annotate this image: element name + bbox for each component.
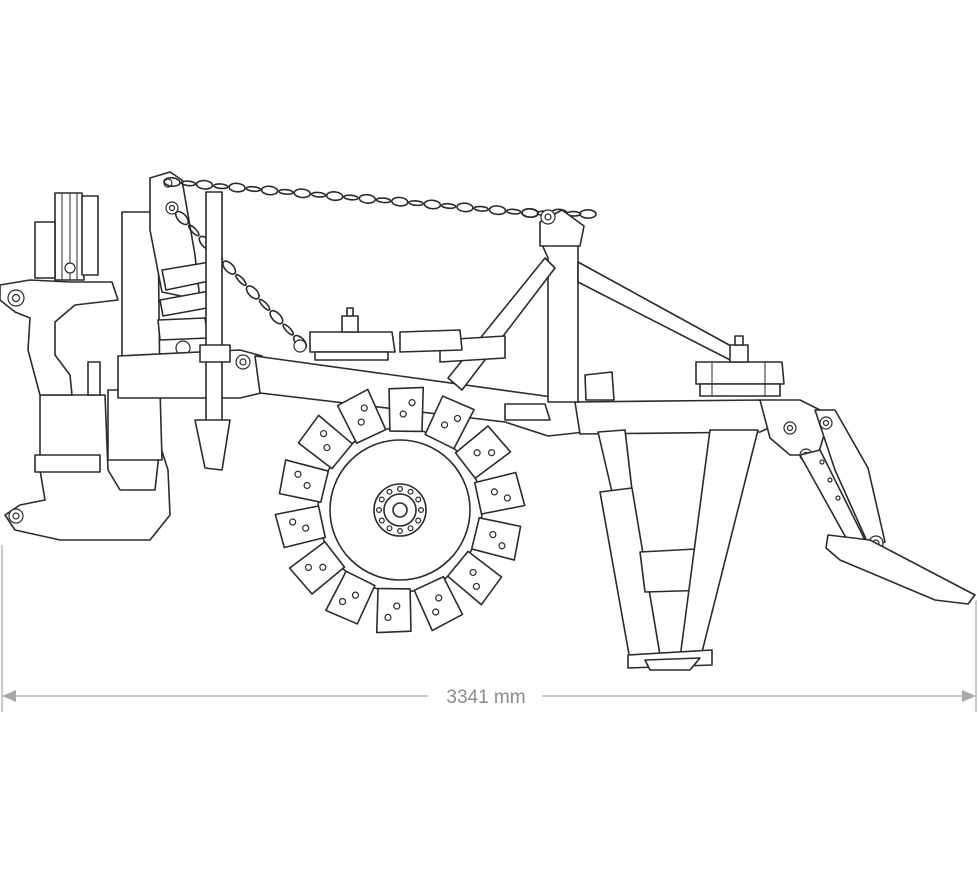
- rotor-blade: [375, 587, 412, 634]
- rotor-blade: [336, 388, 387, 445]
- rear-washer: [695, 335, 785, 397]
- hub-bolt: [407, 488, 414, 495]
- chain-link: [456, 202, 474, 213]
- hub-bolt: [407, 525, 414, 532]
- hub-bolt: [378, 496, 385, 503]
- chain-link: [235, 273, 247, 287]
- center-washer: [309, 307, 463, 361]
- chain-link: [260, 185, 279, 196]
- chain-link: [440, 202, 457, 210]
- chain-link: [282, 323, 295, 336]
- rotor-wheel: [274, 386, 526, 634]
- rear-tine: [759, 399, 976, 605]
- hub-bolt: [378, 517, 385, 524]
- rotor-blade: [274, 505, 327, 549]
- chain-link: [343, 194, 359, 201]
- chain-link: [258, 298, 271, 311]
- chain-link: [391, 196, 409, 207]
- chain-link: [473, 205, 489, 212]
- tower-frame: [439, 209, 743, 403]
- chain-link: [228, 182, 246, 193]
- chain-link: [187, 224, 200, 237]
- chain-link: [195, 179, 214, 190]
- rotor-blade: [470, 516, 522, 561]
- chain-link: [174, 210, 190, 226]
- hub-bolt: [376, 507, 383, 514]
- chain-link: [278, 188, 294, 195]
- rotor-blade: [454, 425, 512, 480]
- chain-link: [579, 208, 597, 220]
- dimension-label: 3341 mm: [446, 687, 525, 708]
- hub-bolt: [397, 486, 404, 493]
- rotor-blade: [473, 471, 526, 515]
- chain-link: [163, 176, 181, 188]
- chain-link: [269, 309, 284, 325]
- chain-link: [375, 197, 392, 204]
- stabilizer-chain: [163, 176, 597, 350]
- chain-link: [325, 191, 344, 202]
- chain-link: [222, 260, 237, 275]
- rotor-blade: [388, 386, 425, 433]
- chain-link: [213, 183, 229, 190]
- shank-assembly: [597, 429, 759, 671]
- chain-link: [293, 188, 311, 199]
- chain-link: [310, 191, 327, 198]
- chain-link: [408, 200, 424, 207]
- overall-length-dimension: 3341 mm: [1, 545, 977, 712]
- hitch-frame: [0, 171, 219, 541]
- rotor-blade: [297, 414, 354, 470]
- chain-link: [180, 180, 197, 187]
- chain-link: [245, 185, 262, 193]
- chain-link: [505, 208, 522, 215]
- rotor-blade: [288, 540, 346, 595]
- rotor-blade: [278, 459, 330, 504]
- hub-bolt: [386, 525, 393, 532]
- hub-bolt: [415, 496, 422, 503]
- hub-bolt: [418, 507, 425, 514]
- rotor-blade: [424, 395, 475, 450]
- chain-link: [245, 285, 260, 300]
- rotor-blade: [413, 575, 464, 632]
- chain-link: [358, 193, 377, 204]
- rotor-blade: [446, 550, 503, 606]
- depth-post: [194, 191, 231, 471]
- hub-bolt: [415, 517, 422, 524]
- rotor-blade: [325, 570, 376, 625]
- chain-link: [521, 207, 539, 219]
- chain-link: [488, 205, 507, 216]
- hub-bolt: [386, 488, 393, 495]
- hub-bolt: [397, 527, 404, 534]
- chain-link: [423, 199, 442, 210]
